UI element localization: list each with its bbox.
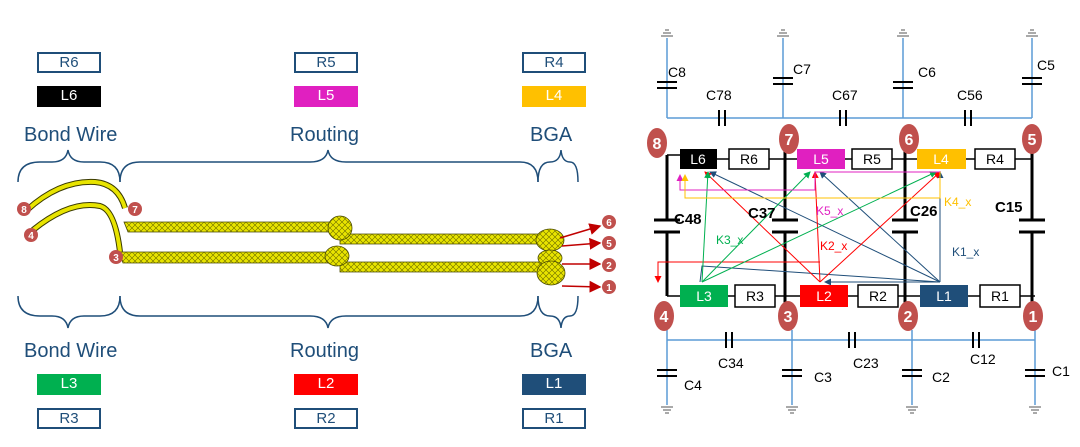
ground-symbols bbox=[661, 29, 1041, 414]
cap-c5: C5 bbox=[1037, 57, 1055, 73]
schem-l4: L4 bbox=[933, 151, 949, 167]
label-l1: L1 bbox=[522, 374, 586, 395]
label-r5: R5 bbox=[294, 52, 358, 73]
node-4: 4 bbox=[660, 309, 669, 326]
cap-c23: C23 bbox=[853, 355, 879, 371]
top-signal-net bbox=[667, 154, 1035, 297]
port-arrows bbox=[559, 223, 602, 293]
cap-c3: C3 bbox=[814, 369, 832, 385]
schem-l3: L3 bbox=[696, 288, 712, 304]
cap-c1: C1 bbox=[1052, 363, 1070, 379]
top-ground-network bbox=[666, 38, 1036, 405]
node-2: 2 bbox=[904, 309, 913, 326]
cap-c78: C78 bbox=[706, 87, 732, 103]
label-l4: L4 bbox=[522, 86, 586, 107]
schem-r5: R5 bbox=[863, 151, 881, 167]
port-6-right: 6 bbox=[606, 218, 612, 229]
schem-r4: R4 bbox=[986, 151, 1004, 167]
cap-c2: C2 bbox=[932, 369, 950, 385]
k4-label: K4_x bbox=[944, 195, 971, 209]
node-6: 6 bbox=[905, 132, 914, 149]
cap-c67: C67 bbox=[832, 87, 858, 103]
label-l3: L3 bbox=[37, 374, 101, 395]
section-routing-bottom: Routing bbox=[290, 340, 359, 362]
element-boxes-top bbox=[680, 148, 1016, 170]
label-r4: R4 bbox=[522, 52, 586, 73]
port-4-left: 4 bbox=[28, 231, 34, 242]
schem-l6: L6 bbox=[690, 151, 706, 167]
k1-label: K1_x bbox=[952, 245, 979, 259]
cap-c12: C12 bbox=[970, 351, 996, 367]
k5-label: K5_x bbox=[816, 204, 843, 218]
label-r1: R1 bbox=[522, 408, 586, 429]
section-bga-top: BGA bbox=[530, 124, 573, 146]
mutual-caps-top bbox=[718, 110, 972, 126]
label-r6: R6 bbox=[37, 52, 101, 73]
node-3: 3 bbox=[784, 309, 793, 326]
mutual-caps-bottom bbox=[725, 332, 980, 348]
section-bga-bottom: BGA bbox=[530, 340, 573, 362]
cap-c8: C8 bbox=[668, 64, 686, 80]
schem-l1: L1 bbox=[936, 288, 952, 304]
label-r3: R3 bbox=[37, 408, 101, 429]
node-5: 5 bbox=[1028, 132, 1037, 149]
cap-c56: C56 bbox=[957, 87, 983, 103]
element-boxes-bottom bbox=[680, 284, 1021, 308]
port-8-left: 8 bbox=[21, 205, 27, 216]
coupling-arrows bbox=[654, 171, 944, 286]
node-markers bbox=[647, 124, 1043, 331]
circuit-schematic: L6 R6 L5 R5 L4 R4 L3 R3 L2 R2 L1 R1 bbox=[647, 29, 1070, 414]
schem-r2: R2 bbox=[869, 288, 887, 304]
node-8: 8 bbox=[653, 136, 662, 153]
schem-l5: L5 bbox=[813, 151, 829, 167]
label-l2: L2 bbox=[294, 374, 358, 395]
port-2-right: 2 bbox=[606, 261, 612, 272]
port-5-right: 5 bbox=[606, 239, 612, 250]
label-l5: L5 bbox=[294, 86, 358, 107]
cap-c7: C7 bbox=[793, 61, 811, 77]
cap-c26: C26 bbox=[910, 203, 938, 220]
bond-wires bbox=[24, 178, 128, 253]
cap-c4: C4 bbox=[684, 377, 702, 393]
schem-r6: R6 bbox=[740, 151, 758, 167]
section-bond-wire-top: Bond Wire bbox=[24, 124, 118, 146]
label-l6: L6 bbox=[37, 86, 101, 107]
section-bond-wire-bottom: Bond Wire bbox=[24, 340, 118, 362]
cap-c37: C37 bbox=[748, 205, 776, 222]
vertical-buses bbox=[654, 148, 1045, 306]
shunt-caps-bottom bbox=[657, 369, 1045, 377]
schem-r3: R3 bbox=[746, 288, 764, 304]
cap-c6: C6 bbox=[918, 64, 936, 80]
label-r2: R2 bbox=[294, 408, 358, 429]
section-routing-top: Routing bbox=[290, 124, 359, 146]
port-1-right: 1 bbox=[606, 283, 612, 294]
schem-l2: L2 bbox=[816, 288, 832, 304]
bracket-top bbox=[17, 149, 579, 183]
package-mesh-drawing: 8 4 7 3 6 5 2 1 bbox=[17, 149, 616, 329]
cap-c34: C34 bbox=[718, 355, 744, 371]
k3-label: K3_x bbox=[716, 233, 743, 247]
cap-c15: C15 bbox=[995, 199, 1023, 216]
routing-traces bbox=[118, 215, 566, 286]
port-markers bbox=[17, 202, 616, 294]
node-1: 1 bbox=[1029, 309, 1038, 326]
node-7: 7 bbox=[785, 132, 794, 149]
port-7-left: 7 bbox=[132, 205, 138, 216]
cap-c48: C48 bbox=[674, 211, 702, 228]
port-3-left: 3 bbox=[113, 253, 119, 264]
shunt-caps-top bbox=[657, 77, 1042, 89]
schem-r1: R1 bbox=[991, 288, 1009, 304]
bracket-bottom bbox=[17, 295, 579, 329]
k2-label: K2_x bbox=[820, 239, 847, 253]
